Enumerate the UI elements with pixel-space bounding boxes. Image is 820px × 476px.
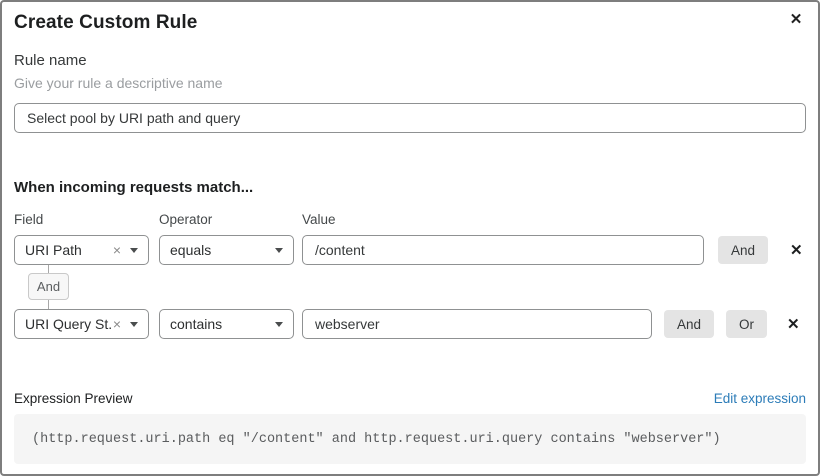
- operator-select-row1-value: equals: [170, 242, 212, 258]
- expression-code: (http.request.uri.path eq "/content" and…: [14, 414, 806, 464]
- and-button-row2[interactable]: And: [664, 310, 715, 338]
- connector-line: [48, 300, 49, 309]
- operator-column-label: Operator: [159, 212, 213, 227]
- match-heading: When incoming requests match...: [14, 179, 254, 196]
- field-select-row2[interactable]: URI Query St... ×: [14, 309, 149, 339]
- value-input-row1[interactable]: [302, 235, 704, 265]
- connector-and-toggle[interactable]: And: [28, 273, 69, 300]
- field-column-label: Field: [14, 212, 44, 227]
- value-column-label: Value: [302, 212, 336, 227]
- chevron-down-icon: [275, 247, 283, 253]
- connector-line: [48, 265, 49, 273]
- clear-selection-icon[interactable]: ×: [112, 242, 121, 258]
- operator-select-row1[interactable]: equals: [159, 235, 294, 265]
- rule-name-helper: Give your rule a descriptive name: [14, 75, 223, 91]
- chevron-down-icon: [130, 321, 138, 327]
- rule-name-input[interactable]: [14, 103, 806, 133]
- chevron-down-icon: [130, 247, 138, 253]
- field-select-row1-value: URI Path: [25, 242, 82, 258]
- expression-preview-header: Expression Preview Edit expression: [14, 391, 806, 406]
- value-input-row2[interactable]: [302, 309, 652, 339]
- field-select-row1[interactable]: URI Path ×: [14, 235, 149, 265]
- delete-row2-icon[interactable]: ✕: [787, 315, 800, 333]
- edit-expression-link[interactable]: Edit expression: [713, 391, 806, 406]
- rule-name-label: Rule name: [14, 52, 87, 69]
- row-connector: And: [28, 265, 88, 309]
- rule-name-section: Rule name Give your rule a descriptive n…: [14, 52, 806, 133]
- delete-row1-icon[interactable]: ✕: [790, 241, 803, 259]
- operator-select-row2[interactable]: contains: [159, 309, 294, 339]
- operator-select-row2-value: contains: [170, 316, 223, 332]
- match-column-labels: Field Operator Value: [14, 212, 806, 227]
- close-icon[interactable]: ✕: [786, 9, 806, 29]
- match-row-2: URI Query St... × contains And Or ✕: [14, 309, 806, 339]
- field-select-row2-value: URI Query St...: [25, 316, 113, 332]
- clear-selection-icon[interactable]: ×: [112, 316, 121, 332]
- or-button-row2[interactable]: Or: [726, 310, 768, 338]
- dialog-title: Create Custom Rule: [14, 12, 198, 33]
- chevron-down-icon: [275, 321, 283, 327]
- expression-preview-label: Expression Preview: [14, 391, 133, 406]
- match-row-1: URI Path × equals And ✕: [14, 235, 806, 265]
- and-button-row1[interactable]: And: [718, 236, 769, 264]
